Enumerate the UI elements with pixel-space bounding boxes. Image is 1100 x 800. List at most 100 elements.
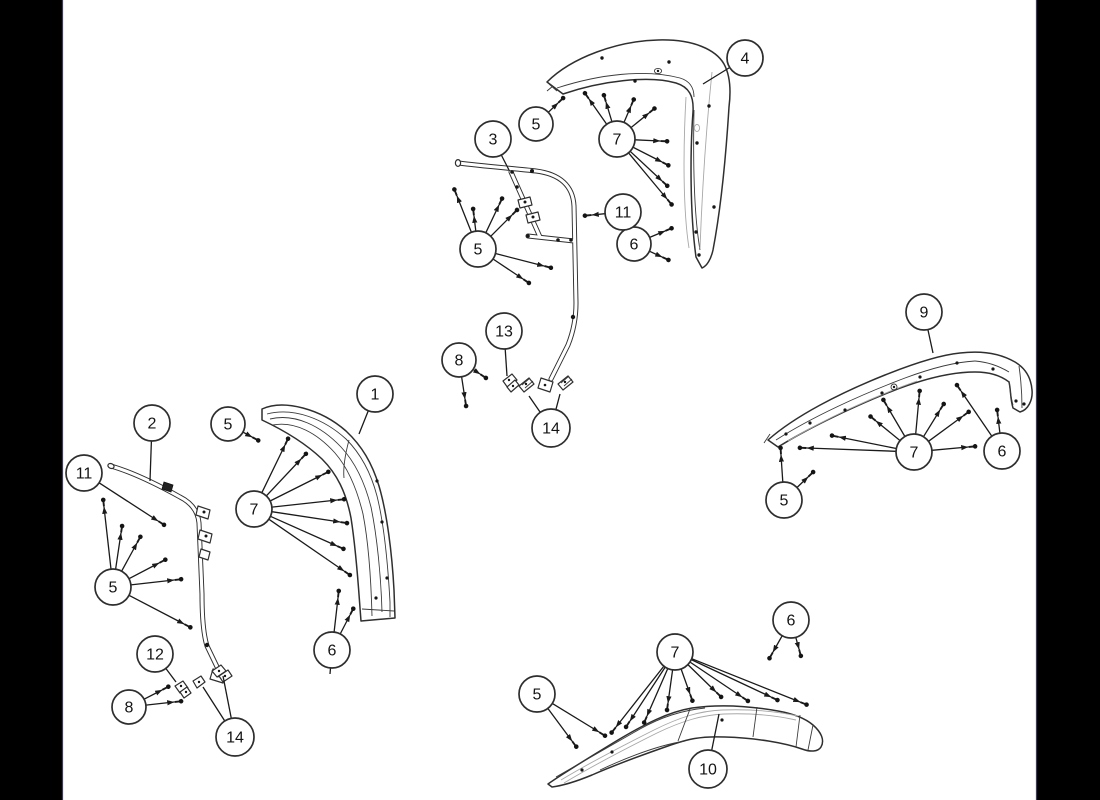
leader-line [711, 713, 720, 751]
callout-number-11b: 11 [76, 466, 93, 483]
leader-line [339, 614, 351, 635]
callout-5b: 5 [452, 187, 554, 286]
leader-line [472, 368, 481, 375]
screw-icon [174, 698, 184, 704]
leader-line [268, 518, 345, 572]
callout-number-4: 4 [741, 51, 750, 68]
leader-line [931, 445, 969, 451]
front-fender-flare-left [261, 404, 396, 622]
leader-line [329, 667, 332, 675]
callout-circle-6c [983, 432, 1021, 470]
callout-circle-11a [604, 193, 642, 231]
callout-number-5b: 5 [474, 242, 483, 259]
callout-circle-8b [111, 689, 147, 725]
leader-line [98, 482, 159, 522]
leader-line [591, 211, 606, 217]
screw-icon [598, 731, 608, 739]
callout-number-5e: 5 [780, 493, 789, 510]
front-fender-flare-right [546, 39, 731, 269]
leader-line [504, 348, 508, 377]
screw-icon [797, 445, 807, 451]
leader-line [615, 665, 665, 728]
callout-11b: 11 [65, 454, 167, 528]
screw-icon [829, 433, 839, 438]
callout-12: 12 [136, 635, 177, 683]
callout-number-5d: 5 [109, 580, 118, 597]
callout-number-10: 10 [699, 762, 717, 779]
callout-6d: 6 [767, 601, 810, 661]
leader-line [269, 474, 323, 502]
callout-8b: 8 [111, 684, 184, 725]
rear-fender-flare-left [547, 705, 824, 788]
screw-icon [136, 534, 143, 544]
callout-number-6b: 6 [328, 643, 337, 660]
screw-icon [798, 649, 804, 659]
leader-line [456, 195, 473, 233]
screw-icon [251, 436, 261, 443]
screw-icon [119, 523, 125, 533]
callout-circle-5f [518, 675, 556, 713]
screw-icon [349, 606, 356, 616]
leader-line [629, 666, 666, 722]
leader-line [605, 101, 613, 122]
callout-7d: 7 [609, 633, 809, 735]
callout-circle-8a [441, 342, 477, 378]
callout-number-1: 1 [371, 387, 380, 404]
callout-number-7d: 7 [671, 645, 680, 662]
screw-icon [174, 576, 184, 582]
callout-14a: 14 [528, 393, 571, 448]
screw-icon [511, 207, 520, 216]
leader-line [632, 146, 663, 163]
screw-icon [609, 726, 617, 735]
callout-6c: 6 [954, 382, 1021, 470]
leader-line [265, 458, 302, 497]
callout-10: 10 [688, 713, 728, 789]
leader-line [222, 675, 232, 719]
screw-icon [715, 691, 724, 700]
callout-number-11a: 11 [615, 205, 632, 222]
callout-circle-2 [133, 404, 171, 442]
callout-5f: 5 [518, 675, 608, 749]
screw-icon [557, 95, 566, 104]
callout-number-5c: 5 [224, 417, 233, 434]
screw-icon [767, 651, 774, 661]
leader-line [666, 669, 674, 704]
leader-line [875, 420, 901, 442]
leader-line [242, 431, 253, 438]
screw-icon [661, 180, 670, 189]
callout-4: 4 [702, 39, 764, 85]
callout-circle-11b [65, 454, 103, 492]
leader-line [130, 578, 175, 586]
leader-line [689, 661, 743, 698]
callout-2: 2 [133, 404, 171, 482]
screw-icon [994, 407, 1000, 417]
leader-line [547, 708, 573, 742]
callout-number-6d: 6 [787, 613, 796, 630]
leader-line [495, 252, 545, 267]
callout-circle-10 [688, 749, 728, 789]
leader-line [796, 476, 809, 488]
leader-line [649, 250, 663, 258]
callout-number-6c: 6 [998, 444, 1007, 461]
leader-line [691, 658, 801, 703]
screw-icon [300, 451, 309, 460]
leader-line [271, 511, 341, 524]
screw-icon [337, 496, 347, 502]
screw-icon [648, 106, 657, 114]
leader-line [772, 635, 783, 653]
leader-line [555, 393, 561, 410]
callout-14b: 14 [202, 675, 255, 757]
leader-line [687, 664, 717, 693]
rear-fender-flare-right [763, 351, 1033, 448]
callout-number-8b: 8 [125, 700, 134, 717]
screw-icon [157, 520, 167, 528]
callout-circle-1 [356, 375, 394, 413]
callout-circle-12 [136, 635, 174, 673]
screw-icon [778, 445, 783, 455]
screw-icon [660, 139, 670, 144]
callout-circle-5b [459, 230, 497, 268]
callout-circle-7d [656, 633, 694, 671]
door-surround-right [454, 159, 579, 393]
